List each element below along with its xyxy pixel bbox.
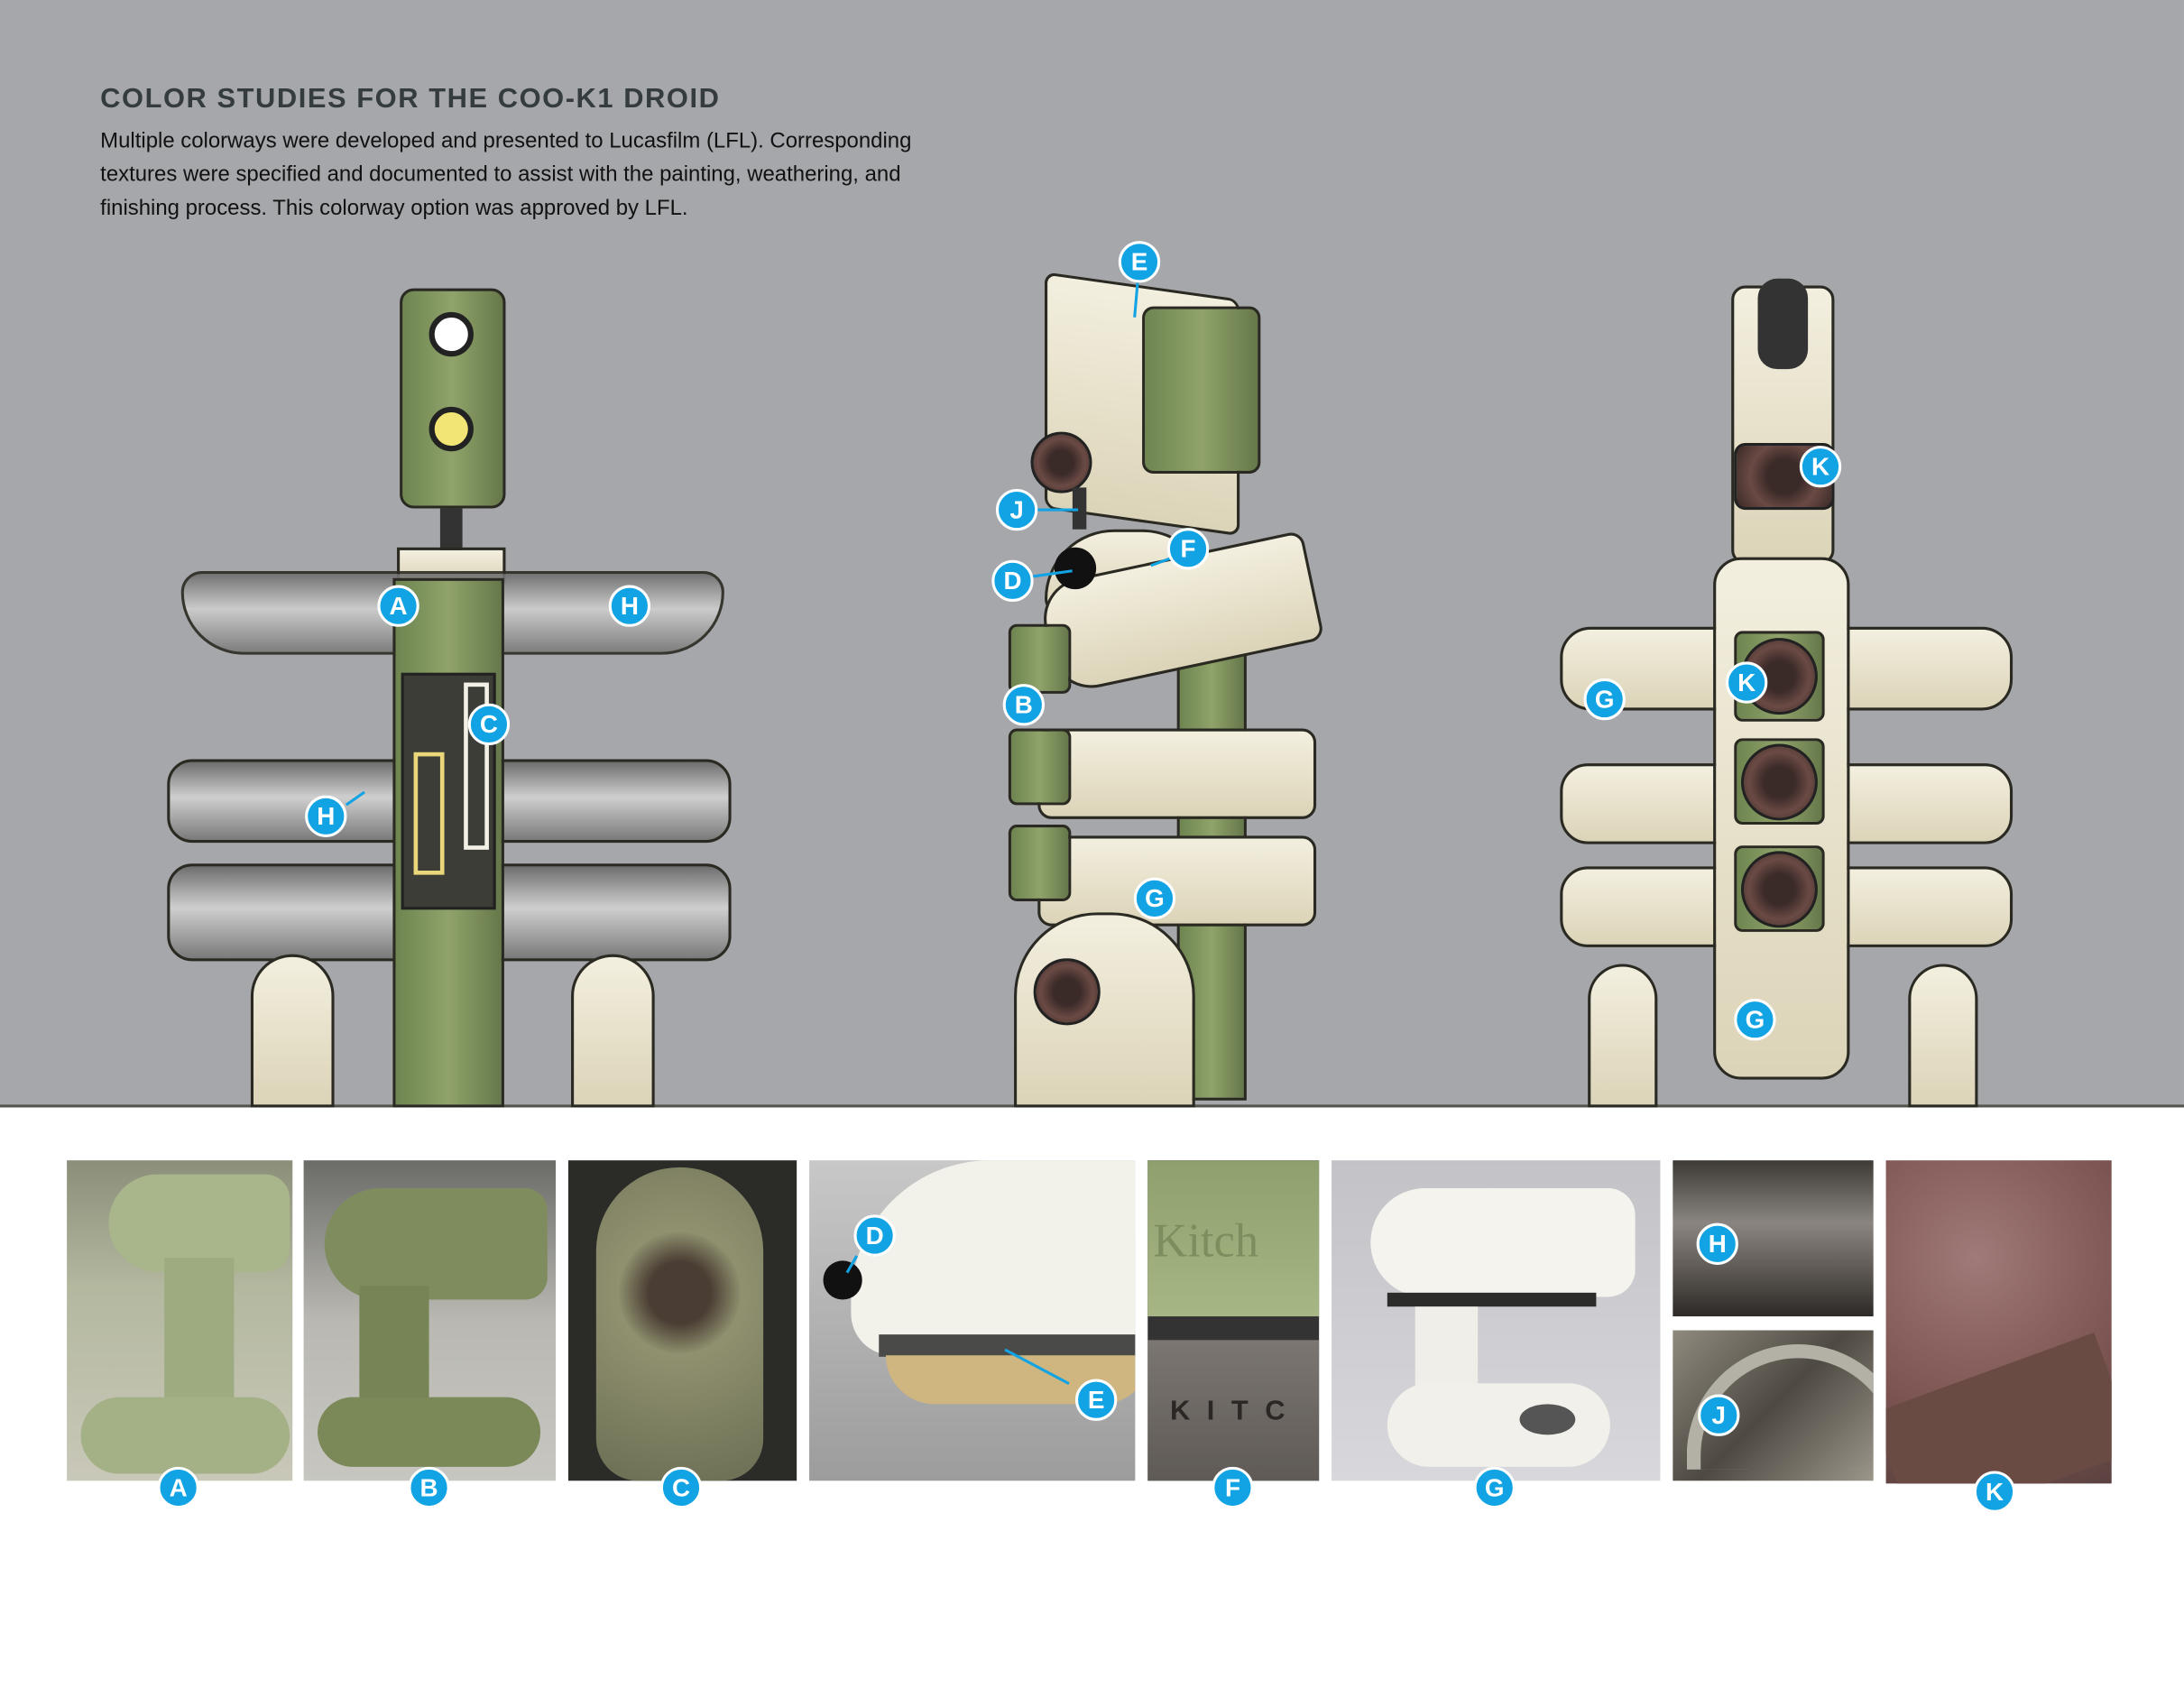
label-badge-k: K [1799, 446, 1842, 488]
photo-badge-e: E [1074, 1379, 1118, 1421]
photo-f-logo-texture: Kitch KITC [1147, 1160, 1320, 1481]
photo-badge-k: K [1973, 1471, 2016, 1513]
label-badge-j: J [995, 488, 1038, 531]
logo-text-dark: KITC [1147, 1340, 1320, 1481]
photo-g-white-mixer [1332, 1160, 1661, 1481]
page-title: COLOR STUDIES FOR THE COO-K1 DROID [100, 83, 721, 115]
knob-icon [1054, 547, 1097, 590]
yellow-light-icon [429, 406, 474, 452]
label-badge-f: F [1166, 528, 1210, 570]
photo-badge-g: G [1473, 1466, 1516, 1509]
label-badge-g: G [1133, 877, 1176, 920]
photo-d-e-mixer-head [809, 1160, 1136, 1481]
page-description: Multiple colorways were developed and pr… [100, 129, 912, 220]
white-light-icon [429, 311, 474, 357]
label-badge-k: K [1726, 661, 1768, 704]
label-badge-h: H [305, 795, 347, 837]
photo-badge-c: C [659, 1466, 703, 1509]
label-badge-e: E [1118, 241, 1161, 283]
photo-a-mixer [67, 1160, 293, 1481]
label-badge-b: B [1002, 684, 1045, 726]
photo-badge-d: D [853, 1214, 896, 1257]
photo-c-mixer-underside [567, 1160, 797, 1481]
photo-k-rust-texture [1885, 1160, 2112, 1484]
photo-badge-h: H [1696, 1222, 1738, 1265]
photo-badge-j: J [1698, 1394, 1740, 1436]
photo-badge-a: A [157, 1466, 199, 1509]
photo-badge-f: F [1212, 1466, 1254, 1509]
label-badge-a: A [377, 585, 419, 627]
photo-badge-b: B [408, 1466, 450, 1509]
label-badge-g: G [1583, 678, 1626, 721]
logo-text-green: Kitch [1147, 1160, 1320, 1317]
photo-b-mixer [303, 1160, 557, 1481]
label-badge-c: C [467, 703, 511, 746]
label-badge-g: G [1734, 999, 1776, 1041]
label-badge-h: H [608, 585, 651, 627]
label-badge-d: D [991, 559, 1034, 603]
